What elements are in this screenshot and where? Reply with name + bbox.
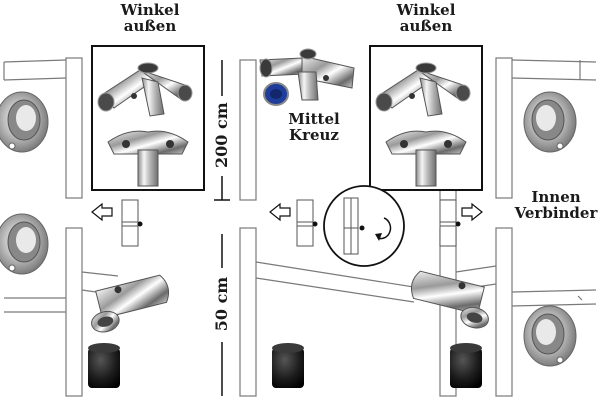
rotate-arrow-icon — [375, 217, 392, 241]
center-left-pipe-upper — [239, 59, 257, 201]
inner-connector-icon — [121, 199, 143, 247]
hollow-arrow-icon — [461, 202, 483, 222]
rubber-foot-cap-icon — [450, 343, 482, 388]
inner-connector-icon — [296, 199, 318, 247]
rubber-foot-cap-icon — [272, 343, 304, 388]
t-fitting-right-icon — [410, 270, 489, 329]
right-rail-end — [577, 60, 583, 301]
innen-verbinder-label: Innen Verbinder — [514, 188, 598, 222]
center-left-pipe-lower — [239, 227, 257, 397]
rotate-detail-circle — [323, 185, 405, 267]
mittel-kreuz-label: Mittel Kreuz — [288, 110, 340, 144]
dimension-line-200cm — [214, 60, 230, 201]
winkel-right-label: Winkel außen — [396, 1, 456, 35]
rubber-foot-cap-icon — [88, 343, 120, 388]
corner-fitting-side-view-icon — [385, 130, 467, 187]
mid-rail-right — [511, 289, 597, 307]
height-200cm-label: 200 cm — [212, 102, 231, 168]
hollow-arrow-icon — [269, 202, 291, 222]
right-pipe-upper — [495, 57, 513, 199]
top-rail-left — [3, 59, 67, 81]
wall-flange-icon — [0, 91, 49, 153]
corner-3way-fitting-icon — [375, 62, 471, 117]
cross-4way-fitting-icon — [259, 48, 355, 106]
wall-flange-icon — [523, 305, 577, 367]
lower-rail-center — [255, 261, 421, 303]
wall-flange-icon — [523, 91, 577, 153]
corner-fitting-side-view-icon — [107, 130, 189, 187]
winkel-left-label: Winkel außen — [120, 1, 180, 35]
inner-connector-icon — [439, 199, 461, 247]
top-rail-right — [511, 59, 597, 81]
right-pipe-lower — [495, 227, 513, 397]
hollow-arrow-icon — [91, 202, 113, 222]
left-pipe-lower — [65, 227, 83, 397]
t-fitting-left-icon — [91, 274, 170, 333]
wall-flange-icon — [0, 213, 49, 275]
corner-3way-fitting-icon — [97, 62, 193, 117]
left-pipe-upper — [65, 57, 83, 199]
height-50cm-label: 50 cm — [212, 276, 231, 332]
mid-rail-left — [4, 297, 66, 313]
